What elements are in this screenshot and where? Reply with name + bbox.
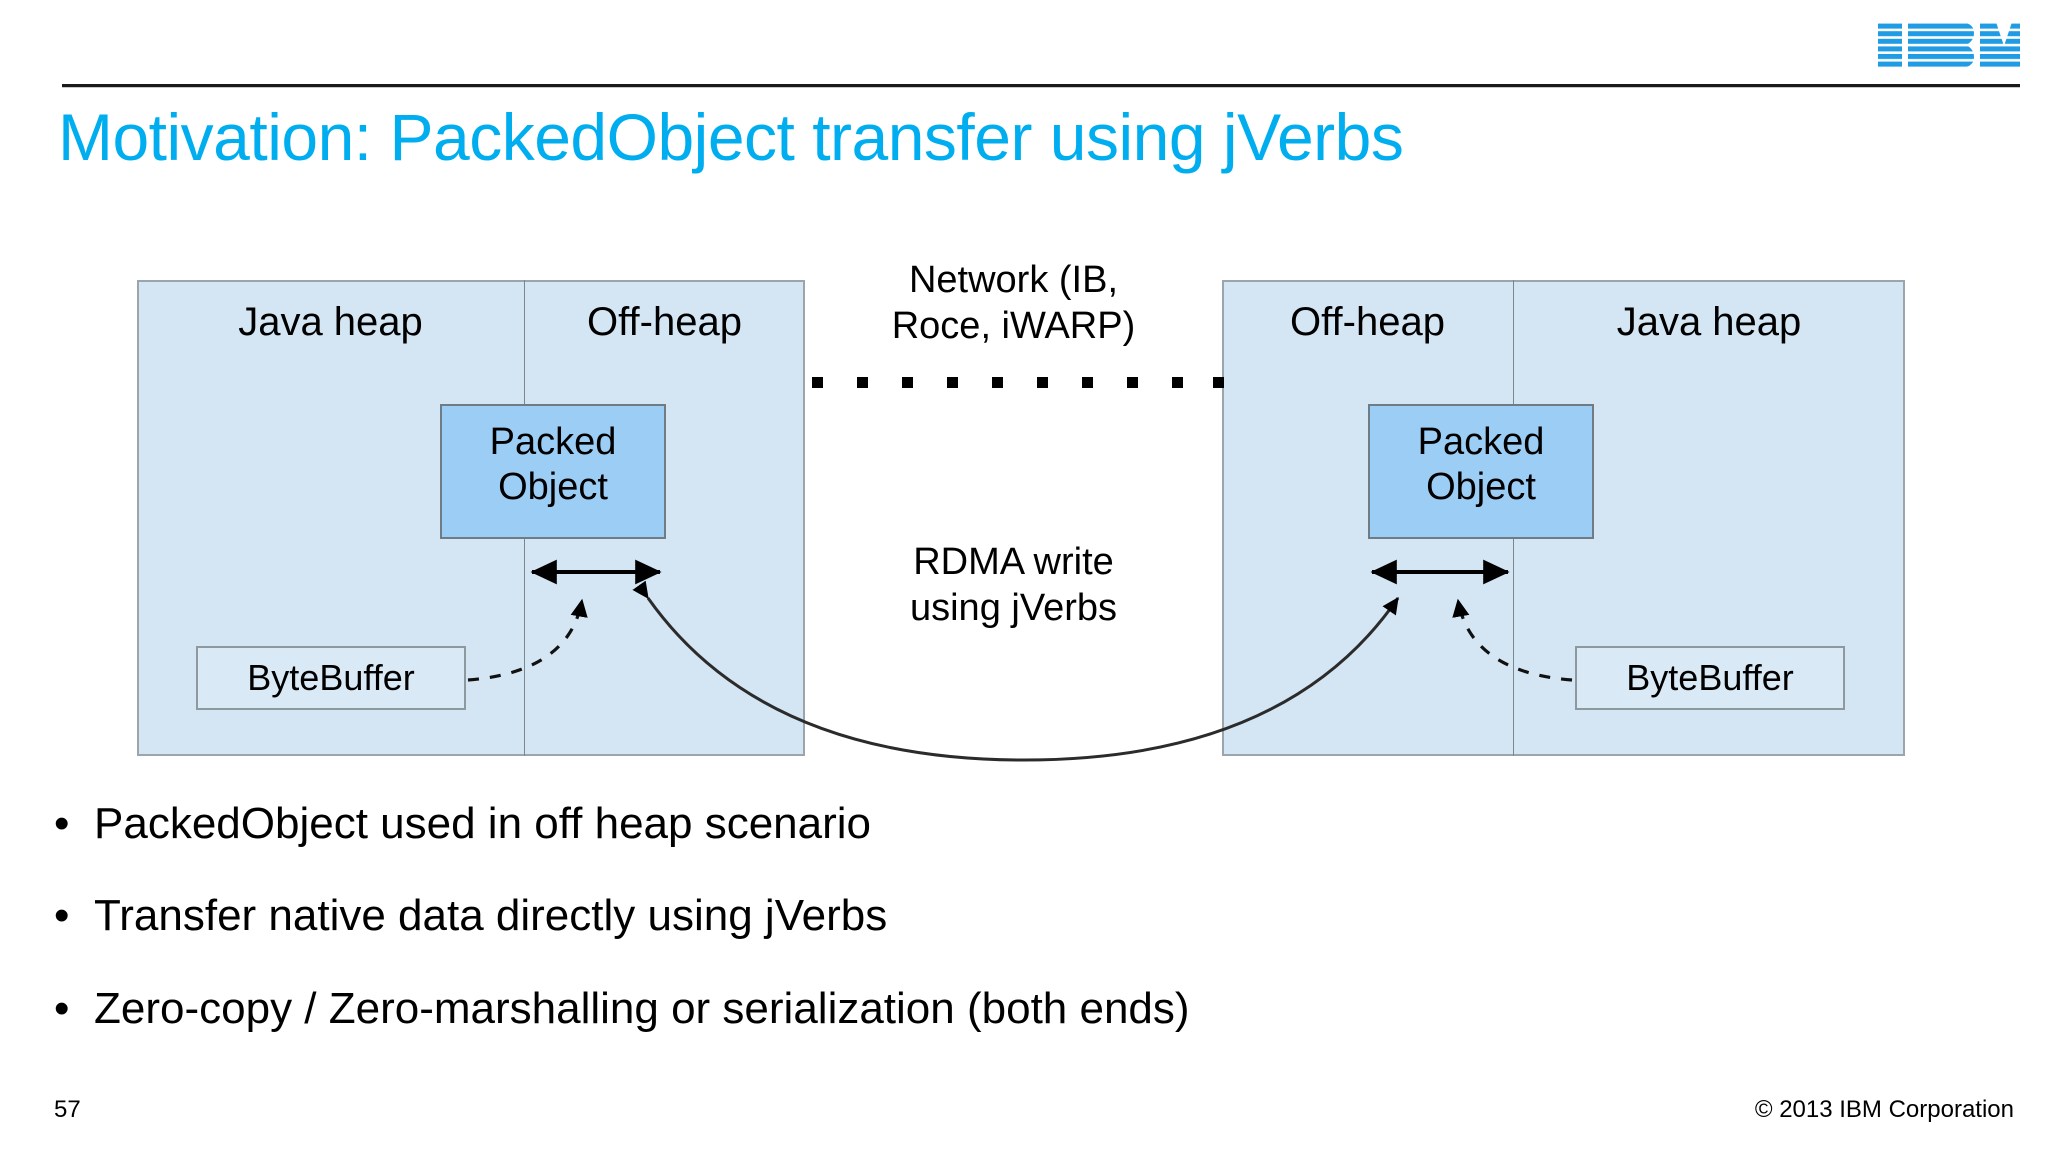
packed-object-box-left: Packed Object bbox=[440, 404, 666, 539]
bullet-text-1: PackedObject used in off heap scenario bbox=[94, 799, 872, 848]
network-dotted-line bbox=[812, 377, 1224, 388]
bytebuffer-box-left: ByteBuffer bbox=[196, 646, 466, 710]
copyright-notice: © 2013 IBM Corporation bbox=[1754, 1096, 2014, 1123]
ibm-logo bbox=[1878, 22, 2020, 68]
label-off-heap-right: Off-heap bbox=[1290, 300, 1445, 344]
bullet-item-3: • Zero-copy / Zero-marshalling or serial… bbox=[46, 983, 1846, 1033]
page-title: Motivation: PackedObject transfer using … bbox=[58, 100, 1404, 174]
bytebuffer-box-right: ByteBuffer bbox=[1575, 646, 1845, 710]
header-divider-rule bbox=[62, 84, 2020, 88]
label-java-heap-left: Java heap bbox=[238, 300, 423, 344]
label-java-heap-right: Java heap bbox=[1616, 300, 1802, 344]
bullet-text-3: Zero-copy / Zero-marshalling or serializ… bbox=[94, 983, 1190, 1033]
slide-number: 57 bbox=[54, 1096, 81, 1123]
network-caption: Network (IB, Roce, iWARP) bbox=[891, 259, 1136, 347]
bullet-marker-icon: • bbox=[54, 983, 70, 1033]
bullet-list: • PackedObject used in off heap scenario… bbox=[46, 799, 1846, 1077]
bullet-marker-icon: • bbox=[54, 799, 70, 848]
packed-object-box-right: Packed Object bbox=[1368, 404, 1594, 539]
bullet-item-2: • Transfer native data directly using jV… bbox=[46, 891, 1846, 941]
rdma-write-caption: RDMA write using jVerbs bbox=[909, 541, 1117, 629]
bullet-marker-icon: • bbox=[54, 891, 70, 941]
bullet-text-2: Transfer native data directly using jVer… bbox=[94, 891, 888, 941]
bullet-item-1: • PackedObject used in off heap scenario bbox=[46, 799, 1846, 848]
label-off-heap-left: Off-heap bbox=[587, 300, 742, 344]
